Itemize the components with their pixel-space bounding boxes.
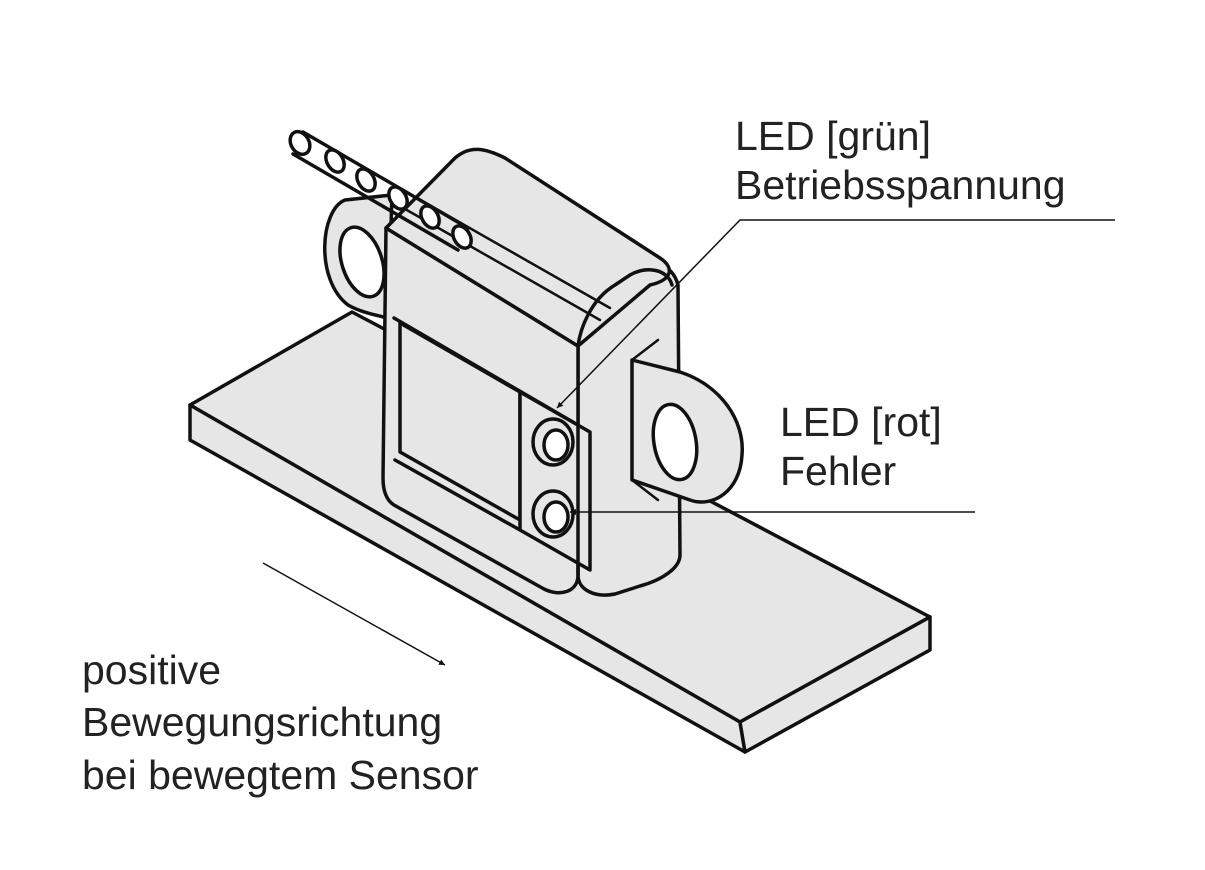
led-green-label-line1: LED [grün] [735,113,931,159]
left-mounting-ear [323,193,394,320]
direction-label: positive Bewegungsrichtung bei bewegtem … [82,644,479,801]
direction-label-line3: bei bewegtem Sensor [82,751,479,798]
led-red-label: LED [rot] Fehler [780,398,942,496]
led-green-label-line2: Betriebsspannung [735,162,1066,209]
led-red-label-line2: Fehler [780,448,897,495]
led-green [531,417,575,467]
led-red-label-line1: LED [rot] [780,399,942,445]
direction-arrow [262,562,446,666]
led-red [531,489,575,539]
direction-label-line2: Bewegungsrichtung [82,699,443,746]
cable [288,129,473,252]
direction-label-line1: positive [82,647,222,693]
right-mounting-ear [630,338,744,504]
led-green-label: LED [grün] Betriebsspannung [735,112,1066,210]
leader-line-led-green [556,219,1115,409]
